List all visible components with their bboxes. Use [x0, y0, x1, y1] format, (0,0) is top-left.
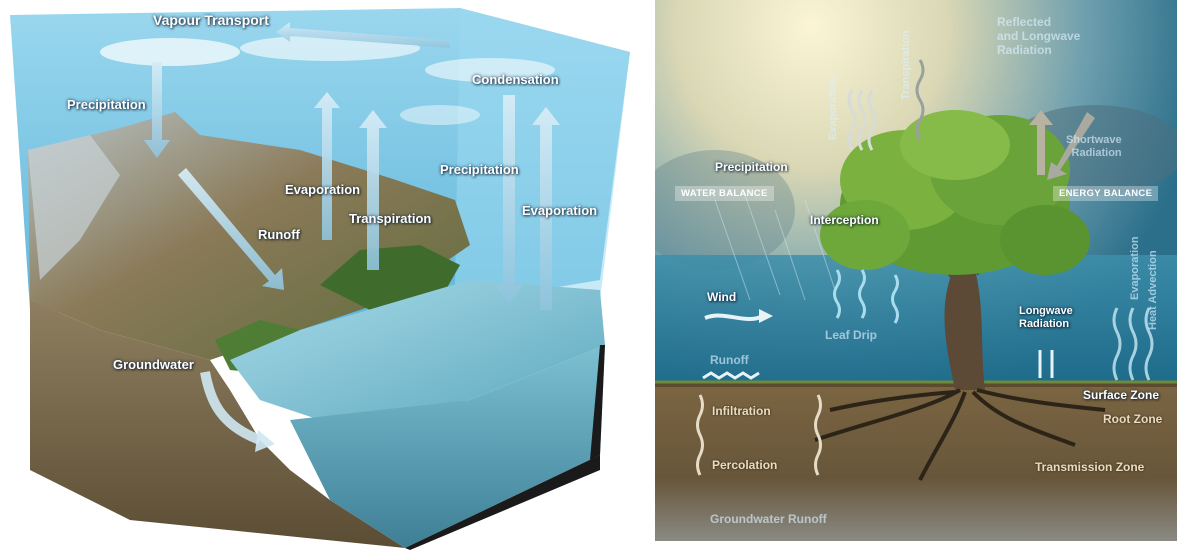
- tree-canopy: [820, 200, 910, 270]
- box-shadow-edge: [405, 455, 600, 550]
- water-balance-badge: WATER BALANCE: [675, 186, 774, 201]
- surface-line: [655, 381, 1177, 387]
- cloud: [400, 105, 480, 125]
- runoff-arrow: [178, 168, 284, 290]
- cloud: [425, 58, 555, 82]
- tree-roots: [814, 388, 1106, 481]
- side-evaporation-waves: [1112, 307, 1154, 381]
- groundwater-arrowhead: [255, 430, 275, 452]
- infiltration-arrows: [696, 394, 822, 476]
- tree-balance-diagram: Evaporation Transpiration Reflected and …: [655, 0, 1177, 541]
- precipitation-arrow: [495, 95, 523, 303]
- water-cycle-diagram: Vapour Transport Precipitation Condensat…: [10, 8, 630, 550]
- evaporation-label: Evaporation: [522, 203, 598, 218]
- longwave-radiation-label: Longwave Radiation: [1019, 305, 1073, 330]
- wind-label: Wind: [707, 290, 737, 304]
- vapour-transport-arrow: [276, 22, 450, 48]
- lake-surface: [230, 280, 605, 420]
- root-zone-label: Root Zone: [1103, 412, 1163, 426]
- wind-arrowhead: [759, 309, 773, 323]
- evaporation-arrow: [532, 107, 560, 310]
- energy-balance-badge: ENERGY BALANCE: [1053, 186, 1159, 201]
- runoff-arrow: [702, 371, 760, 380]
- evaporation-label: Evaporation: [285, 182, 361, 197]
- surface-zone-label: Surface Zone: [1083, 388, 1160, 402]
- groundwater-arrow: [200, 371, 262, 445]
- rain-cloud: [655, 150, 795, 270]
- groundwater-runoff-label: Groundwater Runoff: [710, 512, 827, 526]
- shortwave-radiation-arrow: [1047, 112, 1095, 180]
- water-cycle-illustration: [10, 8, 630, 550]
- transpiration-label: Transpiration: [349, 211, 432, 226]
- runoff-label: Runoff: [710, 353, 749, 367]
- evaporation-waves: [847, 89, 877, 151]
- runoff-label: Runoff: [258, 227, 300, 242]
- heat-advection-label: Heat Advection: [1147, 250, 1159, 330]
- tree-trunk: [944, 270, 985, 390]
- precipitation-arrow: [144, 62, 170, 158]
- cloud: [100, 38, 240, 66]
- water-cross-section: [290, 345, 605, 548]
- shortwave-radiation-label: Shortwave Radiation: [1066, 134, 1122, 159]
- evaporation-arrow: [314, 92, 340, 240]
- precipitation-label: Precipitation: [440, 162, 519, 177]
- precipitation-label: Precipitation: [715, 160, 788, 174]
- percolation-label: Percolation: [712, 458, 778, 472]
- vapour-transport-label: Vapour Transport: [153, 12, 269, 28]
- evaporation-label: Evaporation: [827, 76, 839, 140]
- condensation-label: Condensation: [472, 72, 559, 87]
- reflected-radiation-label: Reflected and Longwave Radiation: [997, 15, 1081, 57]
- leaf-drip-arrows: [833, 269, 899, 324]
- reflected-radiation-arrow: [1029, 110, 1053, 175]
- wind-arrow: [704, 313, 764, 321]
- groundwater-label: Groundwater: [113, 357, 194, 372]
- transpiration-waves: [915, 59, 925, 141]
- leaf-drip-label: Leaf Drip: [825, 328, 878, 342]
- snow-slope: [28, 135, 120, 280]
- side-evaporation-label: Evaporation: [1129, 236, 1141, 300]
- transmission-zone-label: Transmission Zone: [1035, 460, 1145, 474]
- tree-balance-illustration: [655, 0, 1177, 541]
- soil-profile: [655, 385, 1177, 541]
- box-shadow-edge: [590, 345, 605, 460]
- transpiration-label: Transpiration: [900, 30, 912, 100]
- tree-canopy: [900, 110, 1010, 180]
- precipitation-label: Precipitation: [67, 97, 146, 112]
- interception-label: Interception: [810, 213, 879, 227]
- soil-cliff: [30, 300, 405, 548]
- transpiration-arrow: [359, 110, 387, 270]
- tree-canopy: [1000, 205, 1090, 275]
- infiltration-label: Infiltration: [712, 404, 771, 418]
- rain-streaks: [714, 194, 836, 301]
